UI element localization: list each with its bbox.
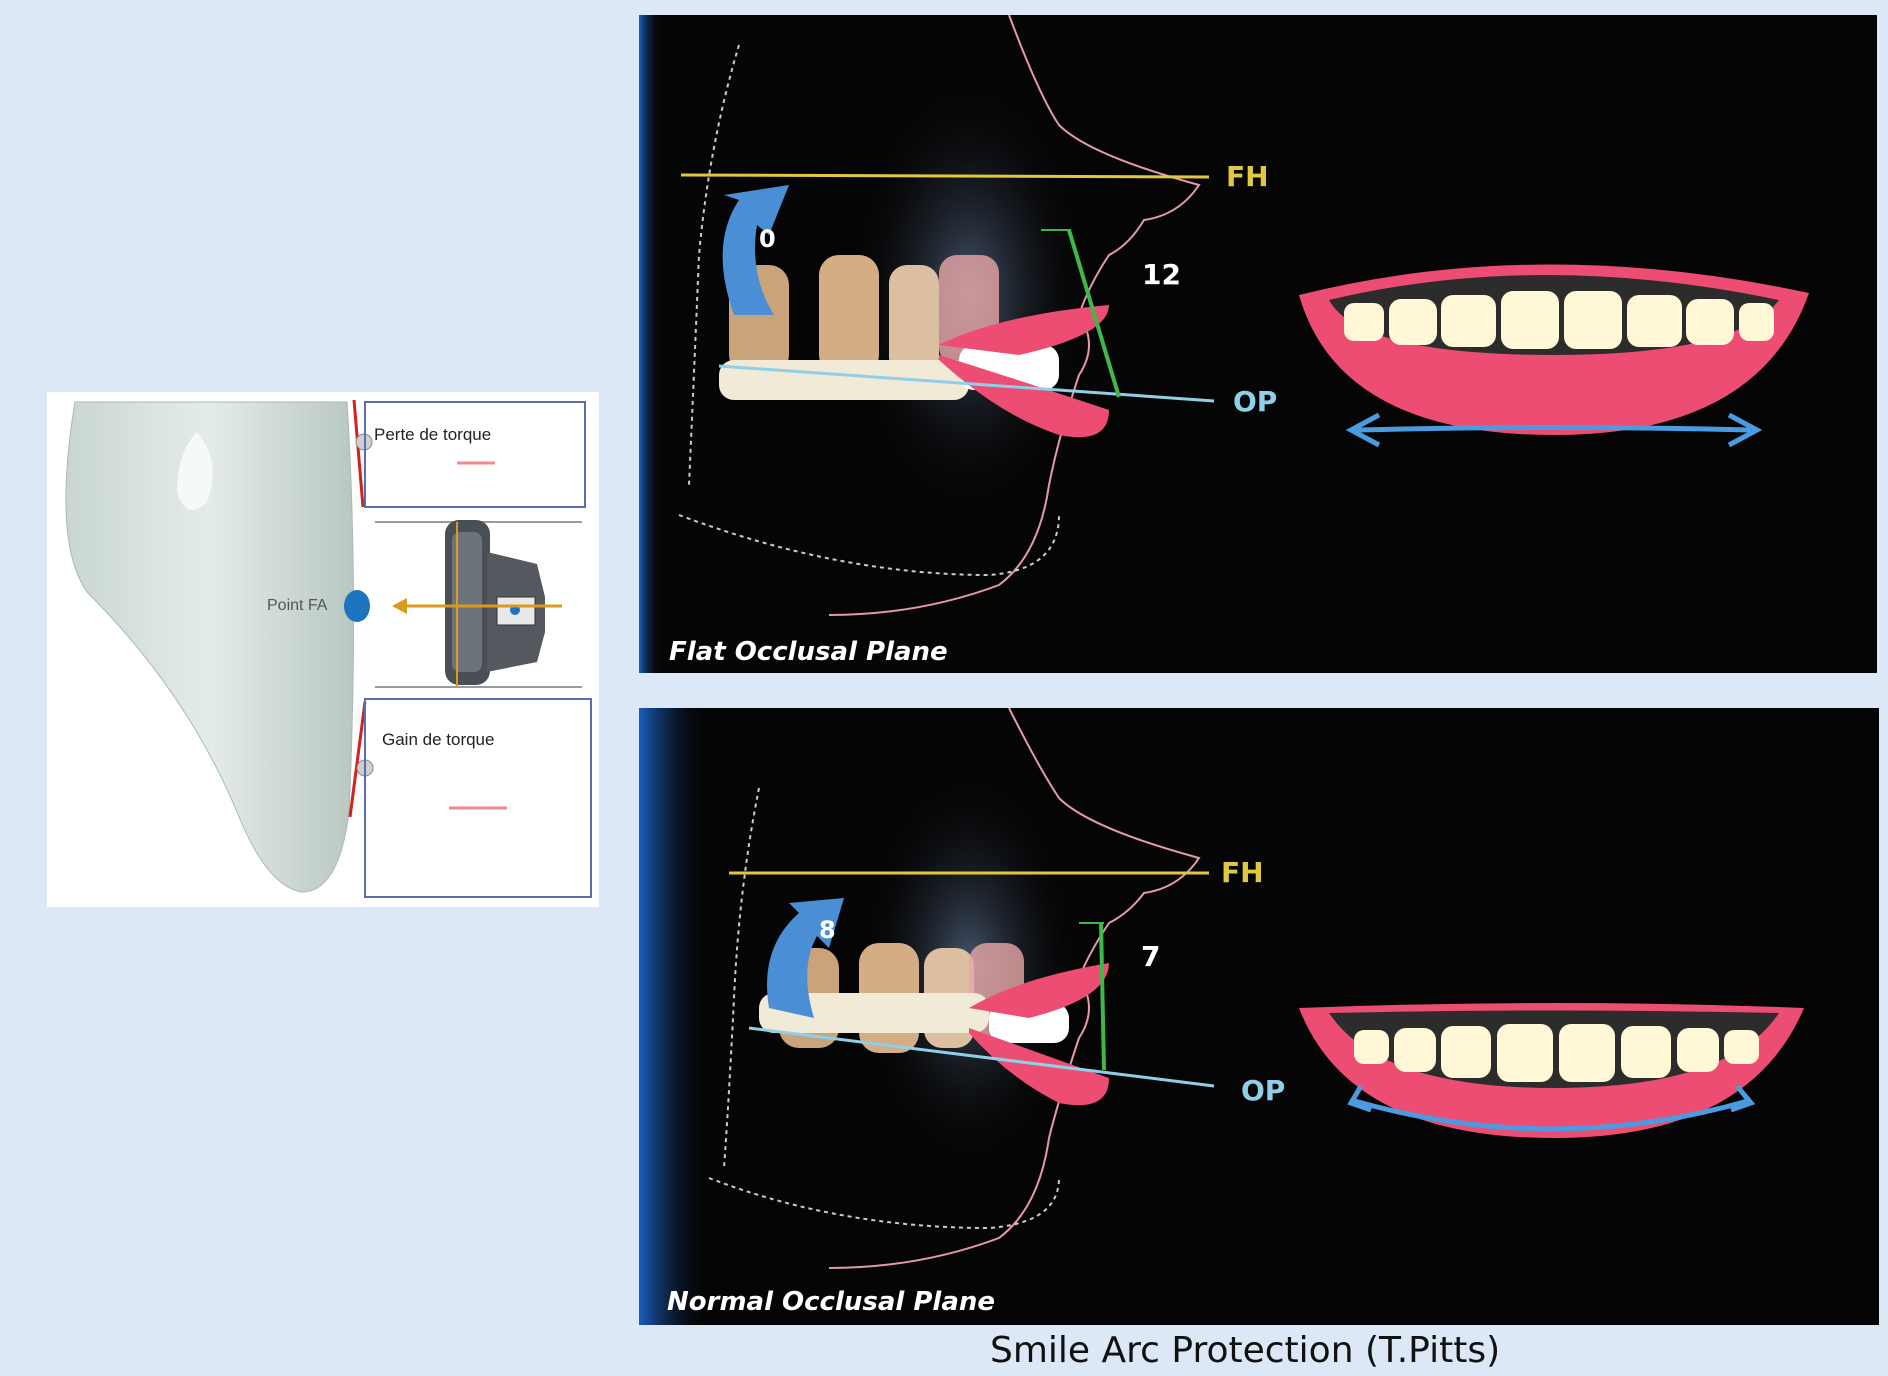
fh-label: FH bbox=[1221, 856, 1264, 889]
angle-line bbox=[1101, 923, 1104, 1070]
normal-occlusal-panel: 8 7 FH OP Normal Occlusal Plane bbox=[639, 708, 1879, 1325]
normal-occlusal-svg bbox=[639, 708, 1879, 1325]
torque-arrow-head bbox=[392, 598, 407, 614]
point-fa-dot bbox=[344, 590, 370, 622]
op-label: OP bbox=[1233, 385, 1277, 418]
fh-label: FH bbox=[1226, 160, 1269, 193]
flat-caption: Flat Occlusal Plane bbox=[669, 637, 948, 667]
point-fa-label: Point FA bbox=[267, 597, 327, 615]
tooth-torque-svg bbox=[47, 392, 599, 907]
gain-label: Gain de torque bbox=[382, 730, 494, 750]
loss-label: Perte de torque bbox=[374, 425, 491, 445]
gain-box bbox=[365, 699, 591, 897]
angle-value: 7 bbox=[1141, 940, 1160, 973]
fh-line bbox=[681, 175, 1209, 177]
flat-occlusal-svg bbox=[639, 15, 1877, 673]
angle-value: 12 bbox=[1142, 258, 1181, 291]
flat-occlusal-panel: 0 12 FH OP Flat Occlusal Plane bbox=[639, 15, 1877, 673]
tooth-torque-figure: Perte de torque Gain de torque Point FA bbox=[47, 392, 599, 907]
bracket-icon bbox=[445, 520, 545, 685]
loss-box bbox=[365, 402, 585, 507]
loss-tangent-line bbox=[354, 400, 363, 507]
rotation-value: 8 bbox=[819, 916, 836, 944]
op-label: OP bbox=[1241, 1074, 1285, 1107]
flat-smile bbox=[1299, 264, 1809, 435]
normal-smile bbox=[1299, 1003, 1804, 1138]
normal-caption: Normal Occlusal Plane bbox=[667, 1287, 995, 1317]
rotation-value: 0 bbox=[759, 225, 776, 253]
footer-caption: Smile Arc Protection (T.Pitts) bbox=[990, 1330, 1500, 1371]
